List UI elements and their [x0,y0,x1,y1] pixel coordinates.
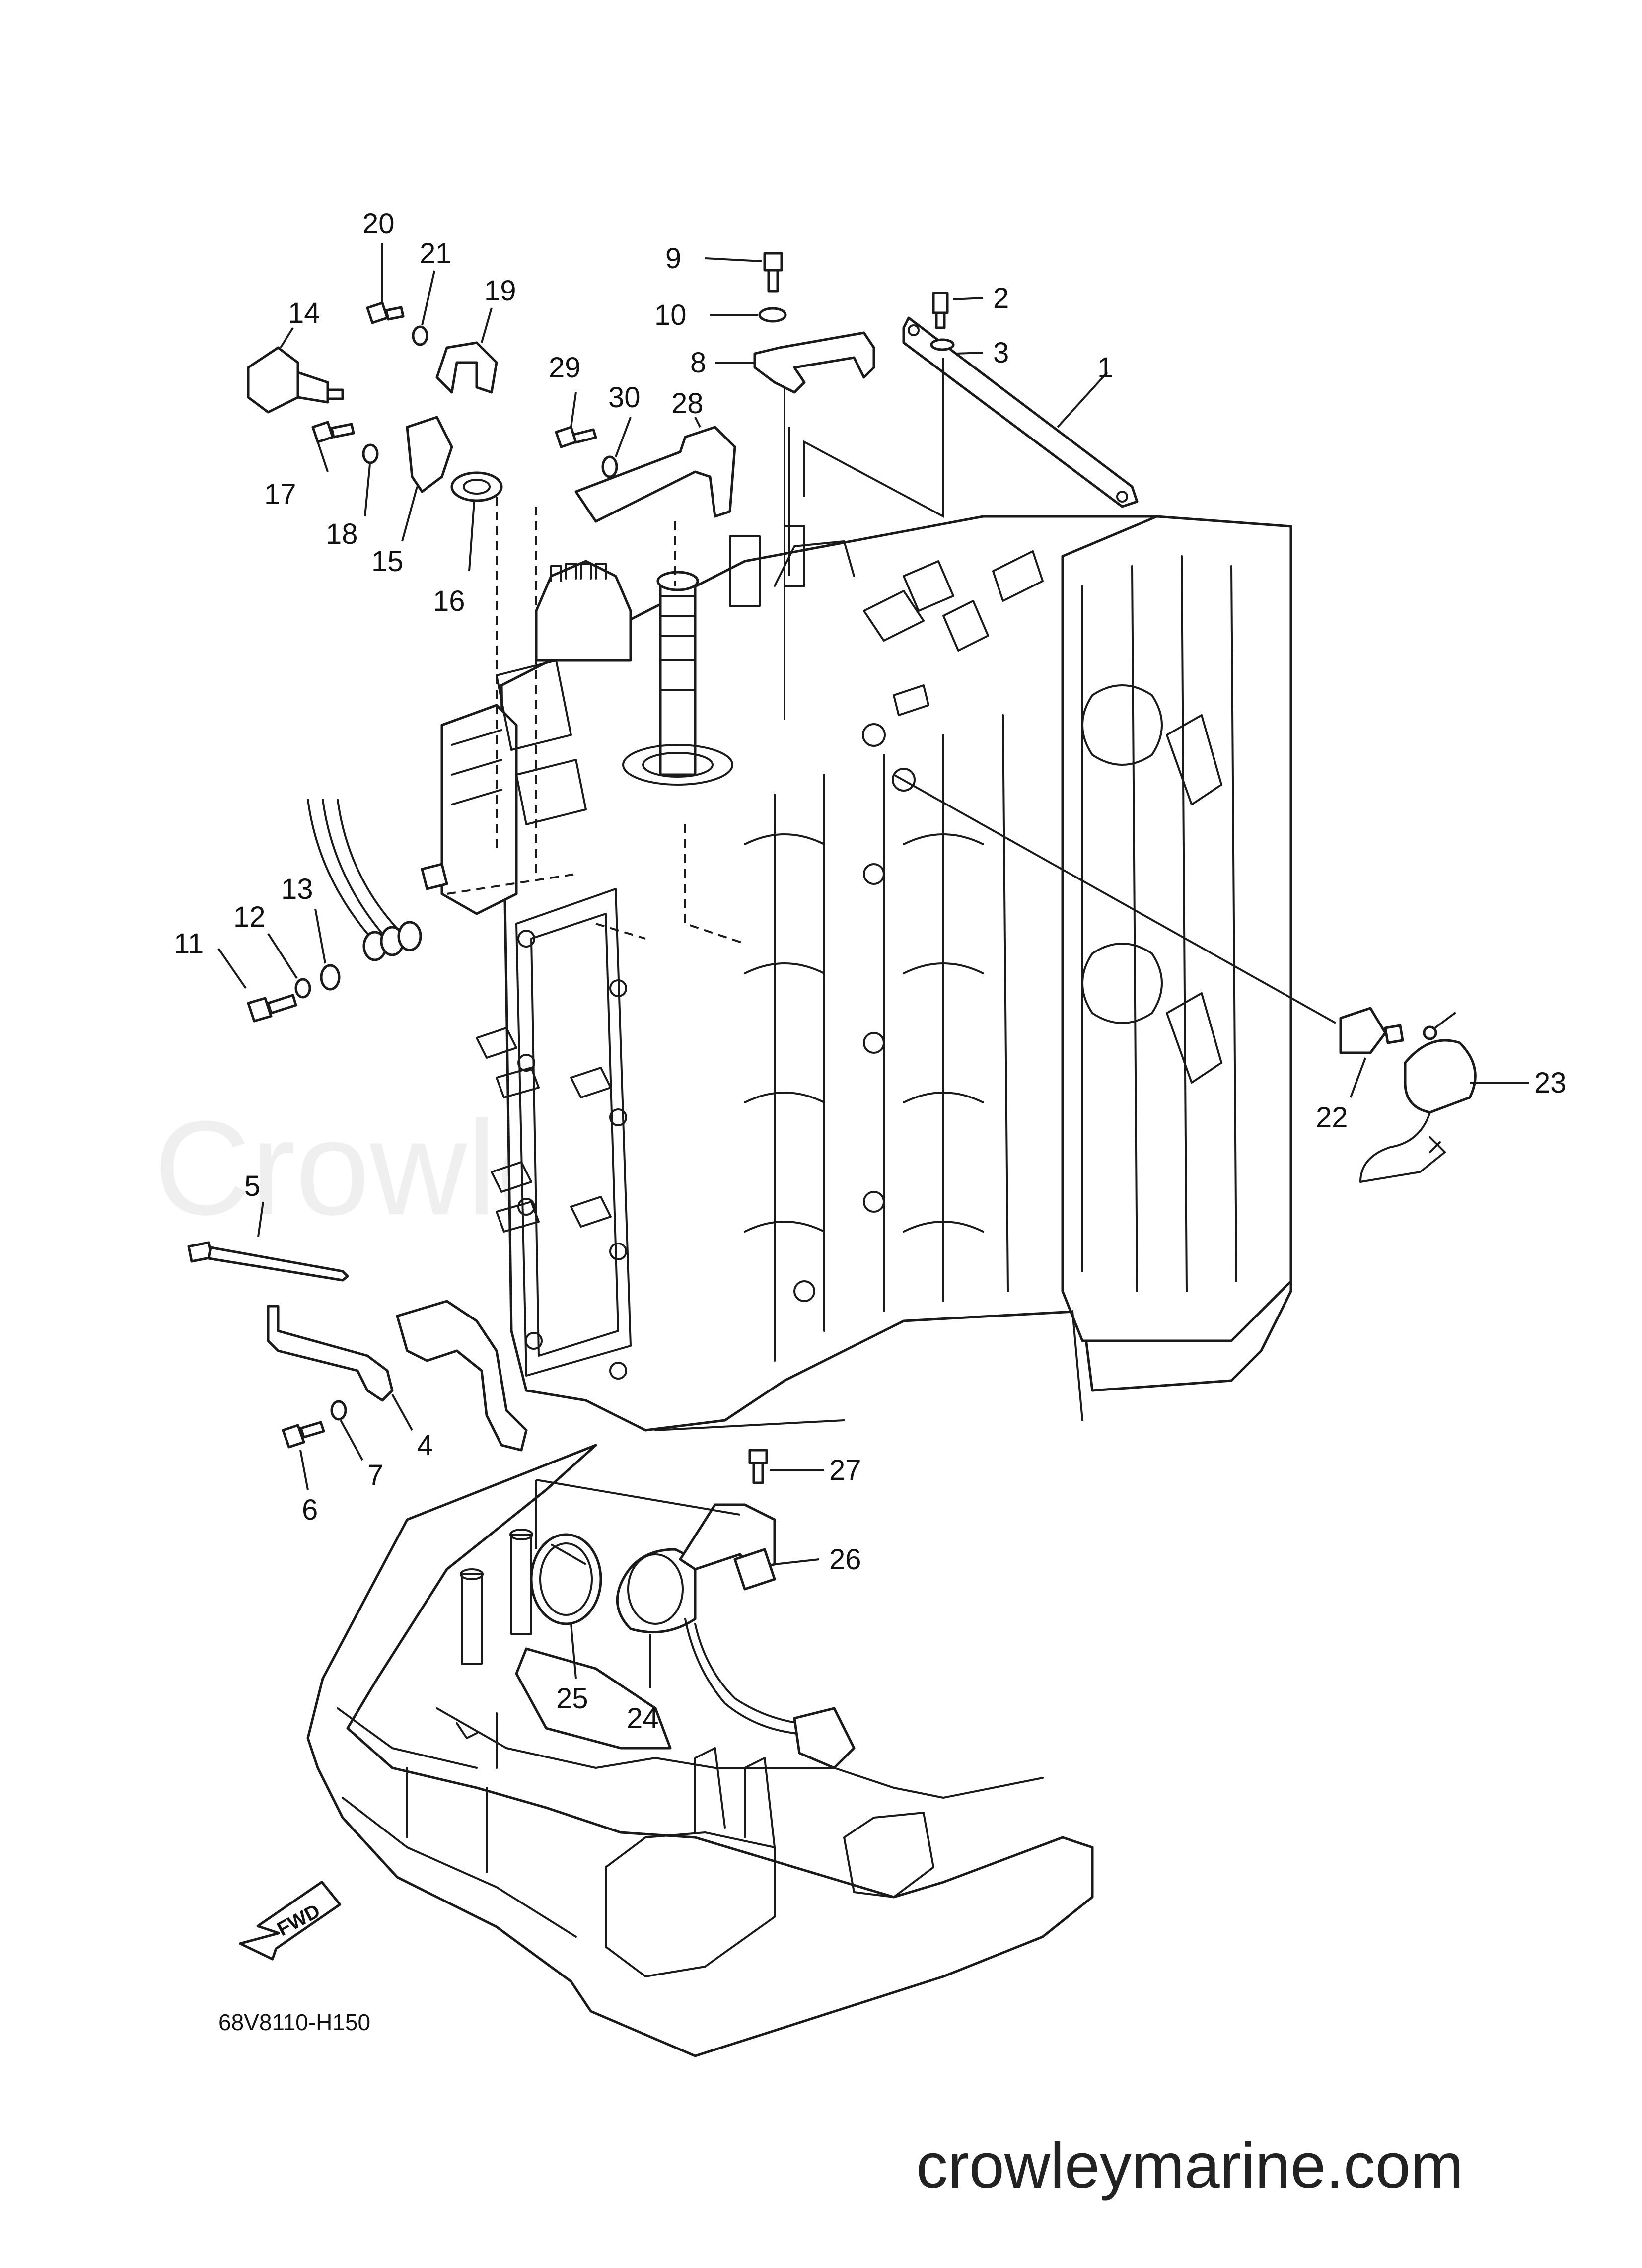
part-2-bolt [932,292,949,329]
callout-9: 9 [665,242,681,275]
callout-1: 1 [1097,352,1113,384]
callout-12: 12 [233,901,266,933]
callout-27: 27 [829,1454,861,1486]
part-30-washer [601,455,618,478]
callout-6: 6 [302,1494,318,1526]
callout-21: 21 [420,237,452,270]
part-21-washer [412,325,428,346]
callout-18: 18 [326,518,358,550]
callout-28: 28 [671,387,704,420]
part-13-washer [320,964,341,991]
callout-29: 29 [549,352,581,384]
callout-2: 2 [993,282,1009,314]
callout-17: 17 [264,478,296,511]
callout-14: 14 [288,297,320,329]
callout-7: 7 [367,1459,383,1491]
part-18-washer [362,443,379,464]
part-20-screw [366,301,405,324]
part-11-bolt [247,994,297,1023]
callout-24: 24 [627,1702,659,1735]
part-23-cap [1359,1039,1477,1183]
callout-16: 16 [433,585,465,617]
callout-26: 26 [829,1543,861,1576]
sensor-assembly [396,1300,528,1452]
part-24-grommet [616,1548,856,1769]
fwd-arrow-icon: FWD [239,1881,342,1961]
part-6-bolt [282,1421,325,1449]
bottom-cowling [306,1444,1094,2057]
wire-harness-ground [307,799,448,961]
part-26-bracket [679,1503,776,1591]
callout-30: 30 [608,381,641,414]
callout-4: 4 [417,1429,433,1462]
part-9-bolt [763,252,783,293]
part-7-washer [330,1400,347,1421]
ring-terminal [1423,1012,1456,1040]
callout-10: 10 [654,299,687,331]
diagram-code: 68V8110-H150 [218,2009,370,2035]
part-29-bolt [555,426,597,448]
part-8-plate [753,331,875,394]
callout-20: 20 [362,208,395,240]
callout-8: 8 [690,347,706,379]
website-footer: crowleymarine.com [916,2130,1464,2201]
part-4-bracket [267,1305,394,1402]
part-12-washer [294,978,311,999]
part-14-sensor [247,346,344,414]
part-15-bracket [406,416,453,493]
part-10-washer [758,307,787,323]
callout-19: 19 [484,275,516,307]
callout-23: 23 [1534,1067,1567,1099]
callout-25: 25 [556,1683,588,1715]
part-28-bracket [574,426,736,523]
part-27-screw [748,1449,768,1484]
callouts: 1 2 3 4 5 6 7 8 9 10 11 12 13 14 15 16 1 [174,208,1567,1735]
part-1-bracket [902,316,1139,508]
part-5-cable-tie [187,1241,349,1282]
assembly-lines [446,358,1336,1565]
callout-3: 3 [993,337,1009,369]
callout-22: 22 [1316,1101,1348,1134]
part-25-o-ring [530,1533,602,1625]
callout-5: 5 [244,1170,260,1202]
part-17-screw [311,421,355,443]
engine-block [440,515,1292,1432]
part-3-washer [930,338,955,351]
part-19-clip [435,341,498,394]
callout-11: 11 [174,928,204,960]
part-16-grommet [450,471,503,502]
callout-15: 15 [371,545,404,578]
callout-13: 13 [281,873,313,905]
part-22-switch [1339,1007,1404,1054]
